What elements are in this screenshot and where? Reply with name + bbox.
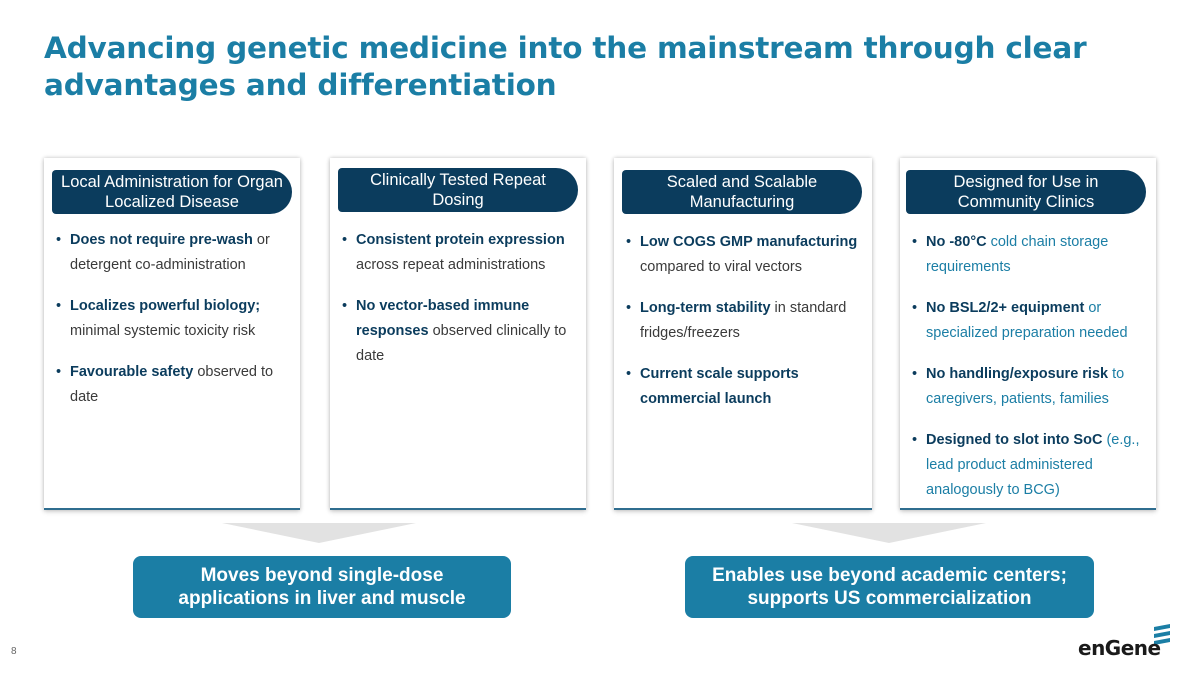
logo-mark-icon: [1154, 624, 1170, 645]
card-manufacturing: Scaled and Scalable Manufacturing Low CO…: [614, 158, 872, 510]
bullet-item: Localizes powerful biology; minimal syst…: [54, 294, 296, 344]
bullet-item: No handling/exposure risk to caregivers,…: [910, 362, 1152, 412]
card-local-administration: Local Administration for Organ Localized…: [44, 158, 300, 510]
card-bullets: No -80°C cold chain storage requirements…: [910, 230, 1152, 519]
slide-title: Advancing genetic medicine into the main…: [44, 31, 1087, 102]
card-header: Scaled and Scalable Manufacturing: [622, 170, 862, 214]
outcome-box-right: Enables use beyond academic centers; sup…: [685, 556, 1094, 618]
bullet-item: Consistent protein expression across rep…: [340, 228, 582, 278]
chevron-down-icon: [792, 523, 986, 543]
bullet-item: Designed to slot into SoC (e.g., lead pr…: [910, 428, 1152, 503]
bullet-item: No BSL2/2+ equipment or specialized prep…: [910, 296, 1152, 346]
card-header: Local Administration for Organ Localized…: [52, 170, 292, 214]
card-bullets: Does not require pre-wash or detergent c…: [54, 228, 296, 426]
bullet-item: No -80°C cold chain storage requirements: [910, 230, 1152, 280]
page-number: 8: [11, 646, 17, 657]
bullet-item: Current scale supports commercial launch: [624, 362, 868, 412]
outcome-box-left: Moves beyond single-dose applications in…: [133, 556, 511, 618]
card-header: Designed for Use in Community Clinics: [906, 170, 1146, 214]
card-bullets: Consistent protein expression across rep…: [340, 228, 582, 385]
card-bullets: Low COGS GMP manufacturing compared to v…: [624, 230, 868, 428]
bullet-item: Low COGS GMP manufacturing compared to v…: [624, 230, 868, 280]
card-community-clinics: Designed for Use in Community Clinics No…: [900, 158, 1156, 510]
logo-text: enGene: [1078, 636, 1161, 660]
engene-logo: enGene: [1078, 624, 1173, 660]
bullet-item: Long-term stability in standard fridges/…: [624, 296, 868, 346]
bullet-item: No vector-based immune responses observe…: [340, 294, 582, 369]
bullet-item: Does not require pre-wash or detergent c…: [54, 228, 296, 278]
card-header: Clinically Tested Repeat Dosing: [338, 168, 578, 212]
card-repeat-dosing: Clinically Tested Repeat Dosing Consiste…: [330, 158, 586, 510]
bullet-item: Favourable safety observed to date: [54, 360, 296, 410]
chevron-down-icon: [222, 523, 416, 543]
